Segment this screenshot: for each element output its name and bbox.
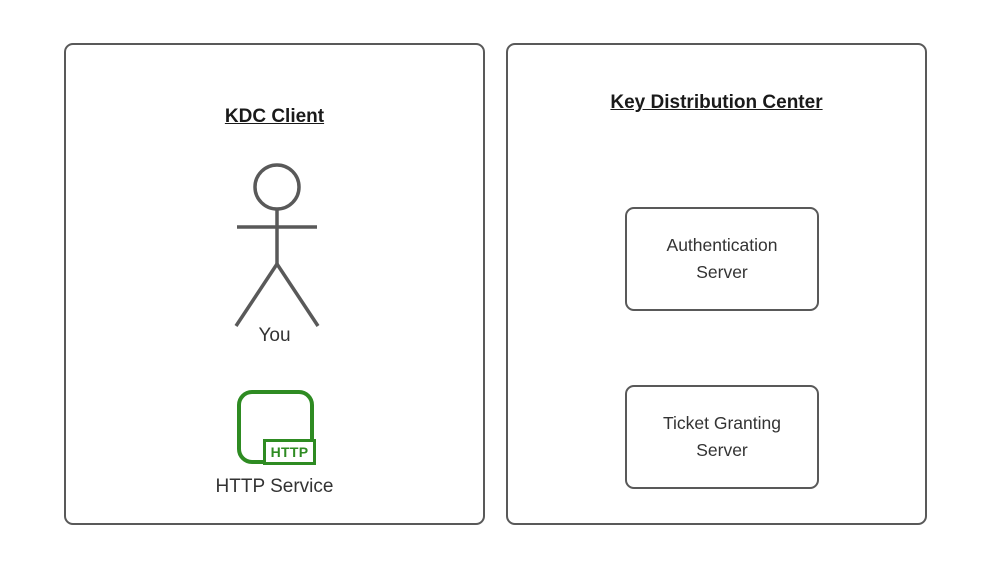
http-service-icon: HTTP [237, 390, 317, 466]
stick-figure-icon [234, 163, 320, 327]
kdc-client-title-text: KDC Client [224, 106, 325, 127]
authentication-server-label: Authentication Server [666, 235, 778, 282]
key-distribution-center-panel: Key Distribution Center Authentication S… [506, 43, 927, 525]
ticket-granting-server-node: Ticket Granting Server [625, 385, 819, 489]
http-badge: HTTP [263, 439, 316, 465]
ticket-granting-server-label: Ticket Granting Server [662, 413, 781, 460]
kdc-client-title: KDC Client [66, 103, 483, 130]
actor-label: You [258, 325, 291, 346]
kdc-title-text: Key Distribution Center [610, 92, 823, 113]
kdc-client-panel: KDC Client You HTTP HTTP Service [64, 43, 485, 525]
kdc-title: Key Distribution Center [508, 89, 925, 116]
http-service-label: HTTP Service [215, 476, 334, 497]
authentication-server-node: Authentication Server [625, 207, 819, 311]
